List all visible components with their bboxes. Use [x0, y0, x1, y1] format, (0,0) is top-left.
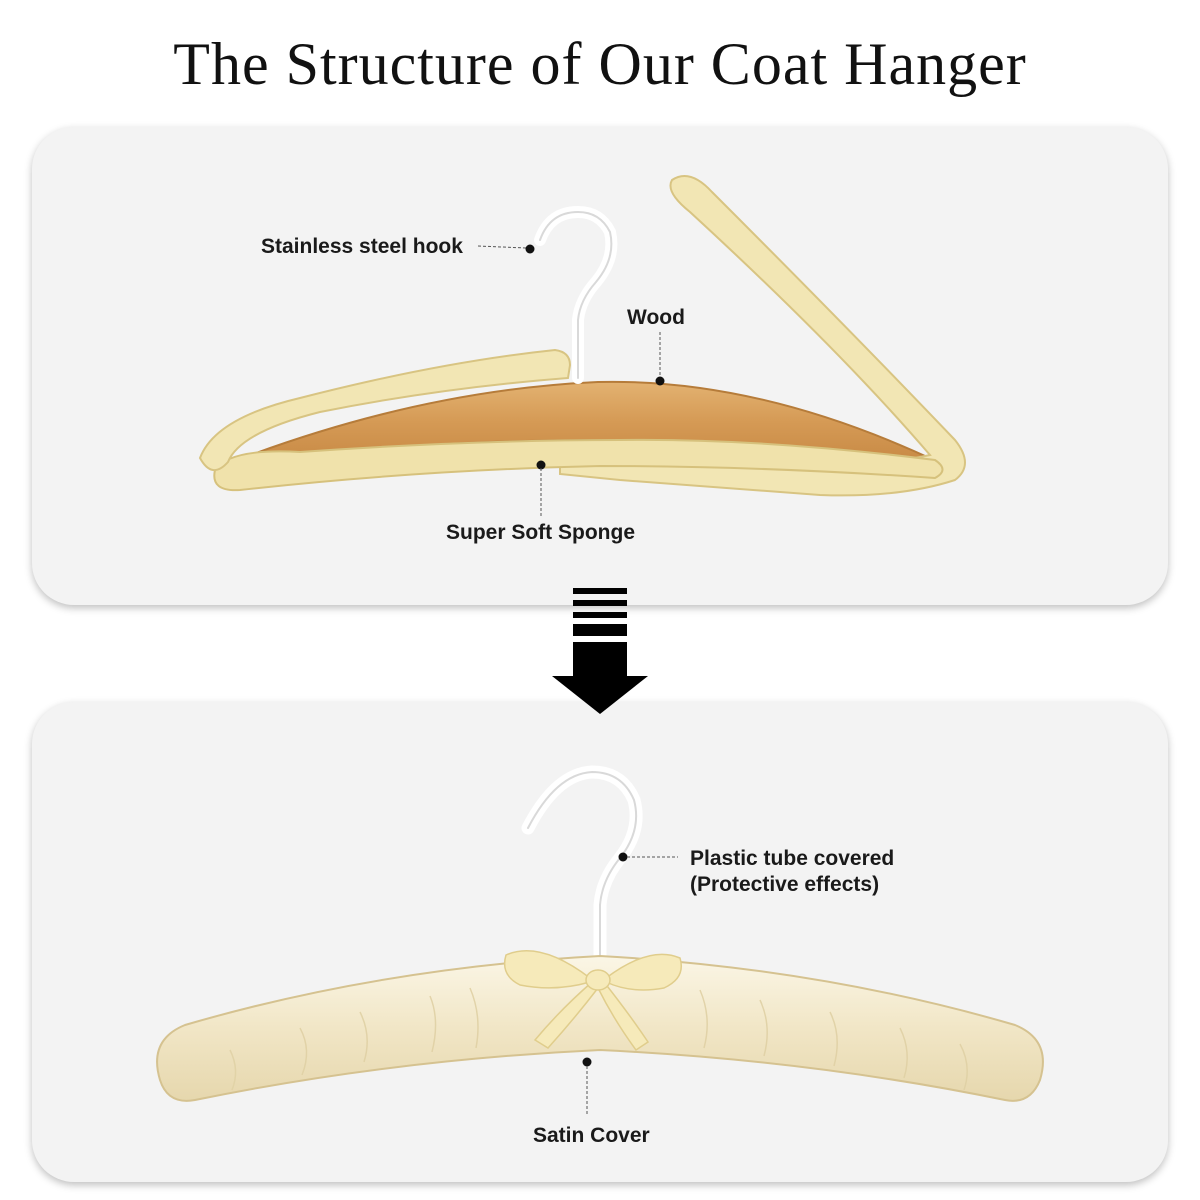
sponge-lower — [213, 438, 944, 492]
label-tube-line1: Plastic tube covered — [690, 847, 895, 870]
sponge-callout-dot — [536, 460, 546, 470]
satin-body — [156, 954, 1044, 1102]
tube-callout-dot — [618, 852, 628, 862]
label-sponge: Super Soft Sponge — [446, 521, 635, 544]
label-satin: Satin Cover — [533, 1124, 650, 1147]
ribbon-bow — [503, 950, 682, 1052]
hook-callout-dot — [525, 244, 535, 254]
down-arrow-icon — [552, 588, 648, 714]
hook-callout-line — [477, 245, 527, 249]
structure-panel — [32, 127, 1168, 605]
label-wood: Wood — [627, 306, 685, 329]
satin-callout-dot — [582, 1057, 592, 1067]
wood-callout-dot — [655, 376, 665, 386]
page-title: The Structure of Our Coat Hanger — [173, 31, 1027, 97]
label-tube-line2: (Protective effects) — [690, 873, 880, 896]
sponge-left — [198, 348, 572, 471]
label-hook: Stainless steel hook — [261, 235, 463, 258]
